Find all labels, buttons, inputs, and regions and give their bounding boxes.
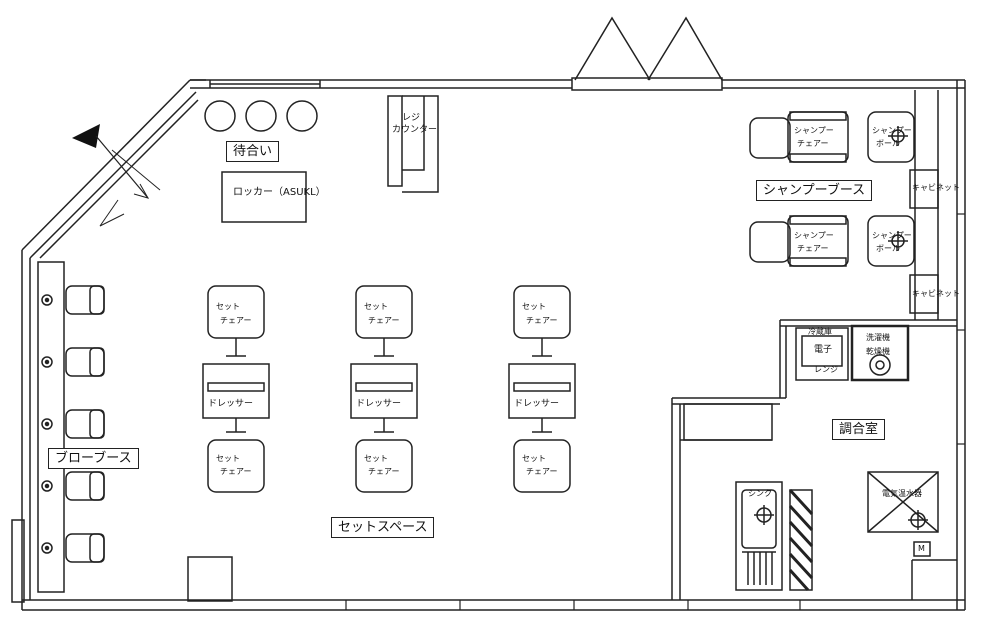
register-counter [387,95,439,193]
waiting-stools [204,100,318,132]
sink-label: シンク [748,489,772,498]
shampoo-bowl-label-2b: ボール [876,244,900,253]
washer-label-1: 洗濯機 [866,333,890,342]
set-station-3 [508,285,576,493]
shampoo-area [749,90,939,320]
sink [735,481,783,591]
set-chair-label-2c: セット [364,454,388,463]
wall-ticks [345,213,965,610]
set-chair-label-1a: セット [216,302,240,311]
bottom-box [187,556,233,602]
washer-label-2: 乾燥機 [866,347,890,356]
prep-room-label: 調合室 [832,419,886,440]
shampoo-chair-label-2a: シャンプー [794,231,834,240]
set-station-1 [202,285,270,493]
set-chair-label-2b: チェアー [368,316,400,325]
waiting-label: 待合い [226,141,280,162]
entrance-doors [571,16,723,91]
prep-room-walls [671,319,957,600]
set-chair-label-3d: チェアー [526,467,558,476]
cabinet-label-1: キャビネット [912,183,960,192]
set-chair-label-3a: セット [522,302,546,311]
water-heater [867,471,939,557]
shampoo-chair-label-1b: チェアー [797,139,829,148]
shelf [788,488,814,592]
water-heater-label: 電気温水器 [882,489,922,498]
set-chair-label-1c: セット [216,454,240,463]
outer-walls [21,79,966,611]
dresser-label-3: ドレッサー [514,399,560,409]
counter-label: カウンター [392,125,438,135]
fridge-label: 冷蔵庫 [808,327,832,336]
shampoo-bowl-label-1a: シャンプー [872,126,912,135]
dresser-label-2: ドレッサー [356,399,402,409]
top-window [209,80,321,88]
shampoo-bowl-label-2a: シャンプー [872,231,912,240]
blow-booth-counter [37,261,105,593]
shampoo-chair-label-1a: シャンプー [794,126,834,135]
set-chair-label-1b: チェアー [220,316,252,325]
set-station-2 [350,285,418,493]
north-arrow [72,124,161,227]
dresser-label-1: ドレッサー [208,399,254,409]
set-chair-label-2d: チェアー [368,467,400,476]
cabinet-label-2: キャビネット [912,289,960,298]
locker-label: ロッカー（ASUKL） [233,187,326,198]
kitchen-appliances [795,324,910,382]
microwave-label-1: 電子 [814,345,833,355]
shampoo-booth-label: シャンプーブース [756,180,873,201]
set-chair-label-3c: セット [522,454,546,463]
microwave-label-2: レンジ [814,365,838,374]
shampoo-chair-label-2b: チェアー [797,244,829,253]
set-chair-label-1d: チェアー [220,467,252,476]
blow-booth-label: ブローブース [48,448,139,469]
locker [221,171,307,223]
register-label: レジ [402,113,421,123]
shampoo-bowl-label-1b: ボール [876,139,900,148]
set-chair-label-3b: チェアー [526,316,558,325]
set-chair-label-2a: セット [364,302,388,311]
set-space-label: セットスペース [331,517,435,538]
left-door [11,519,25,603]
m-label: M [918,544,925,553]
